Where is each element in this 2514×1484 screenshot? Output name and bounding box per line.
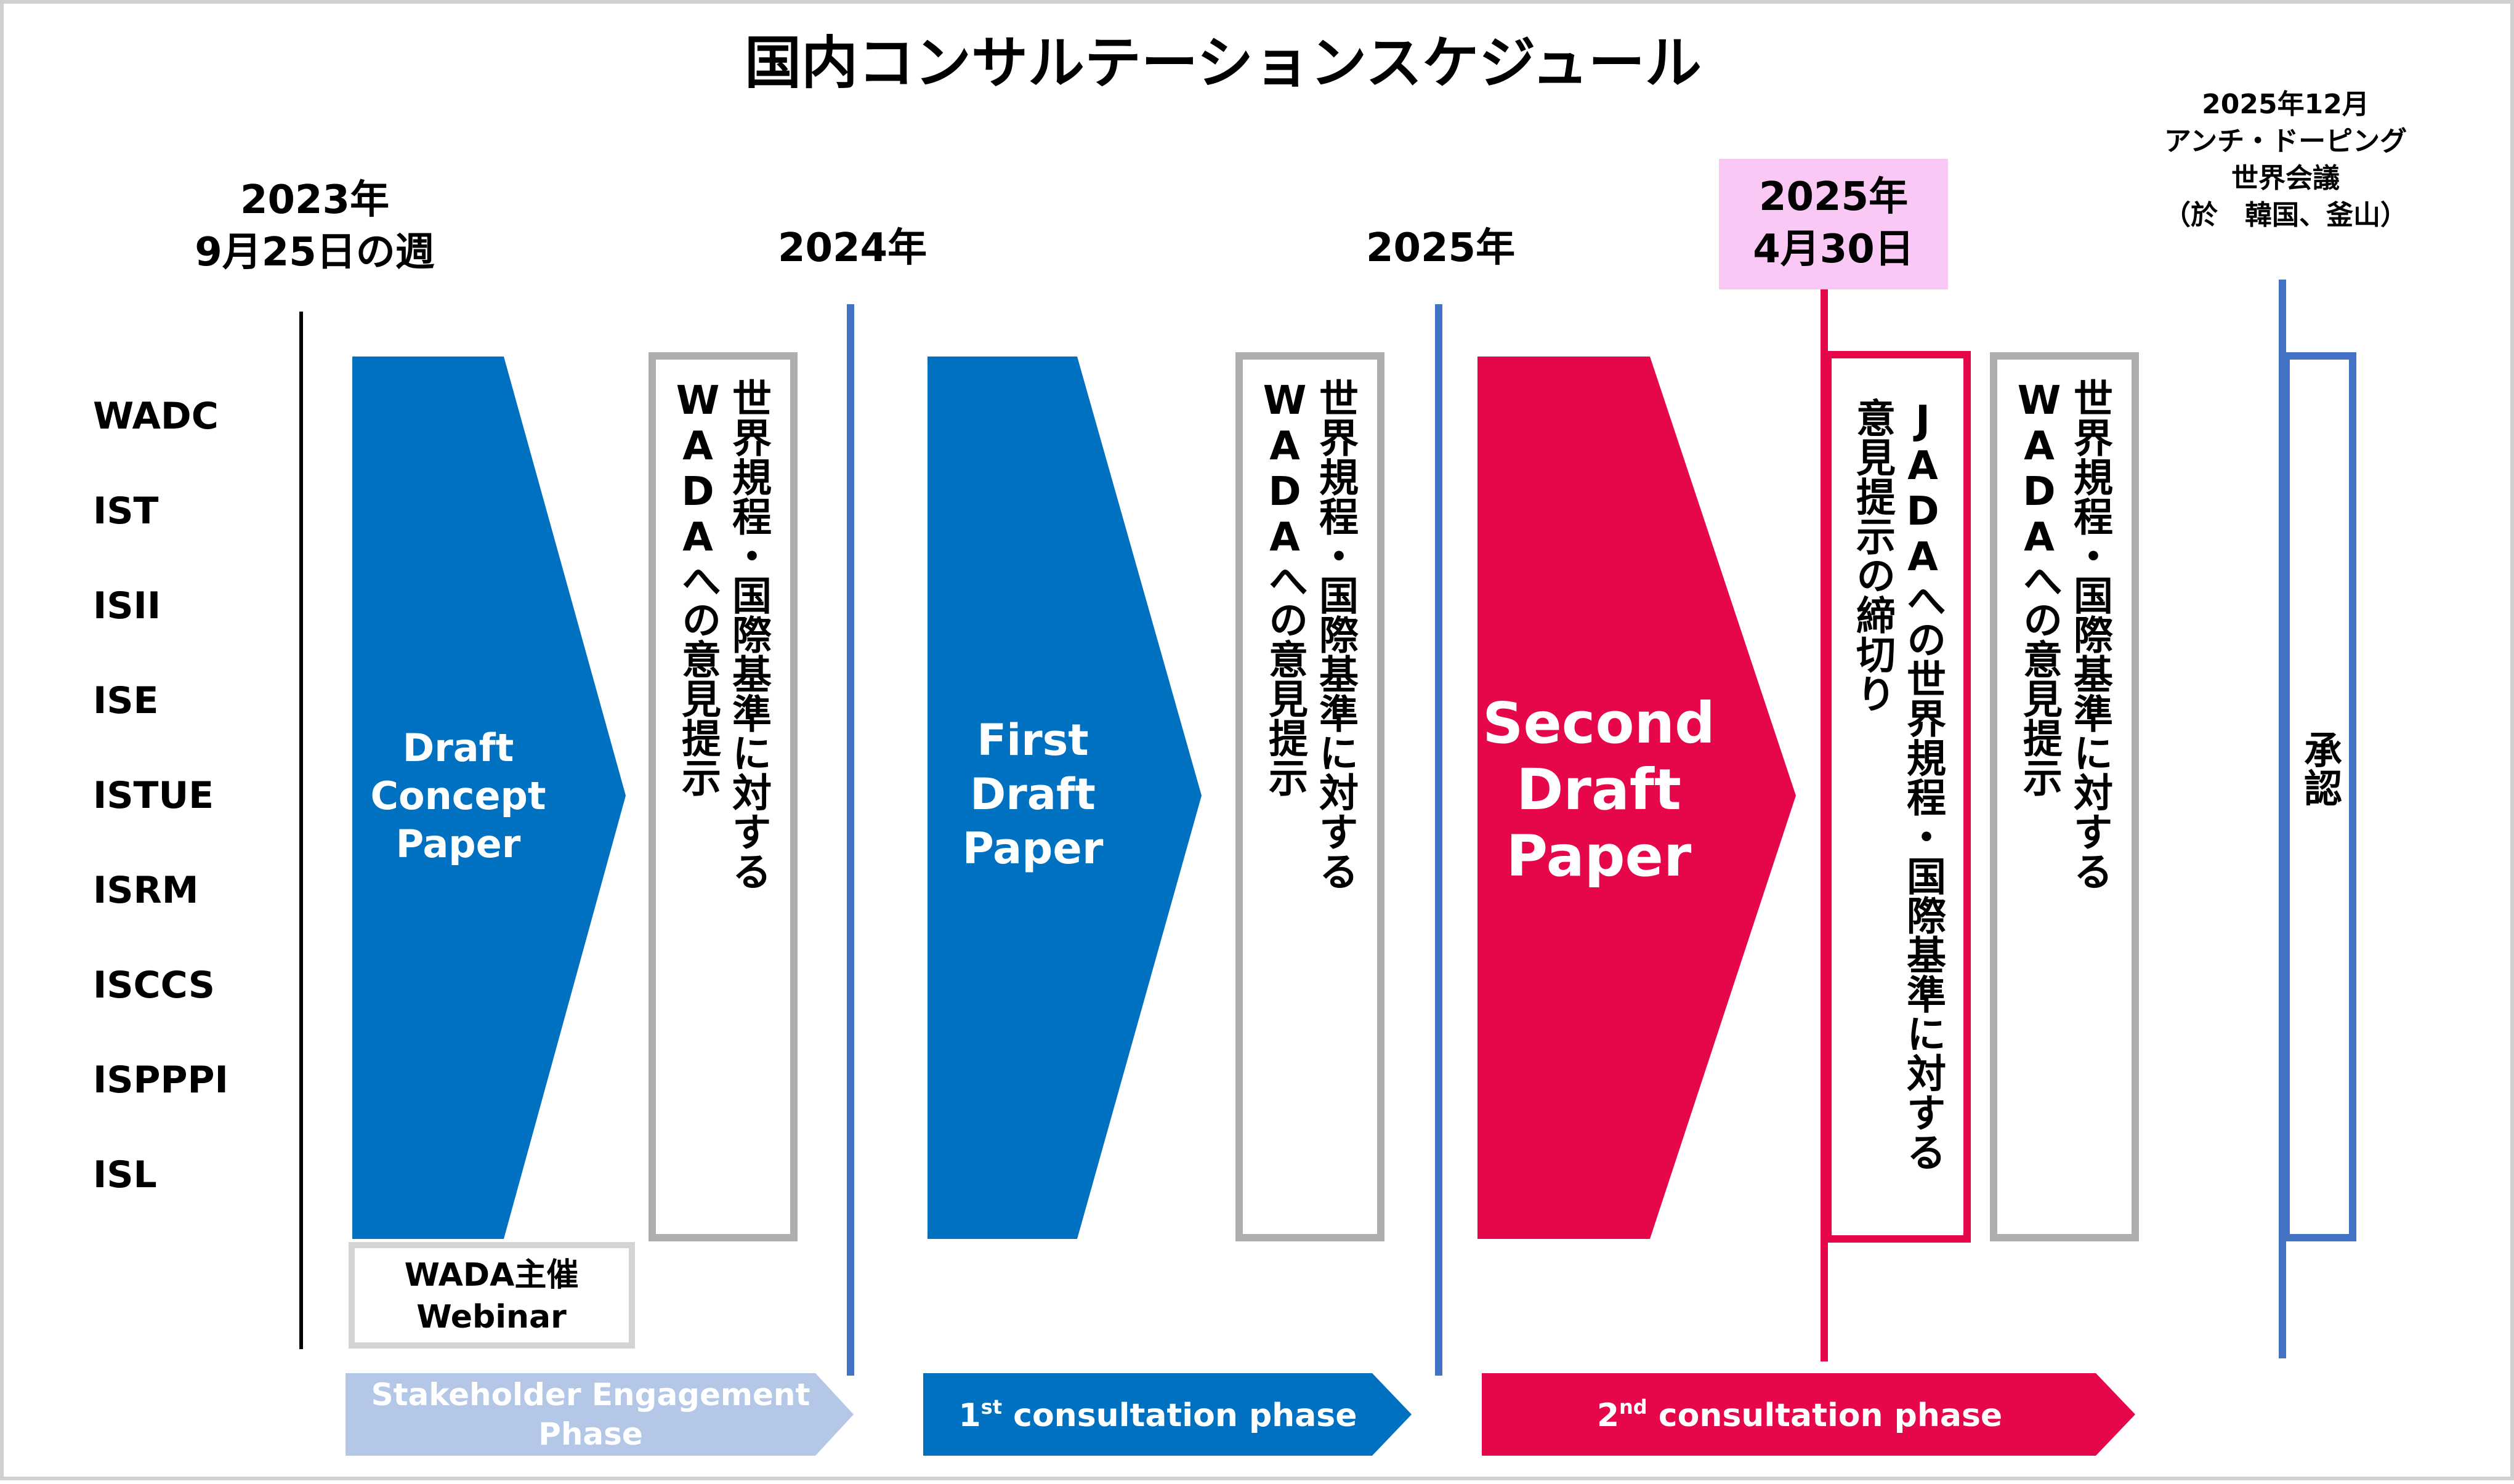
stakeholder-phase-arrow [346, 1373, 854, 1456]
standard-item: ISL [93, 1153, 157, 1196]
standard-item: ISII [93, 584, 161, 627]
jada-deadline-line: 意見提示の締切り [1849, 398, 1895, 713]
jada-deadline-box [1824, 351, 1971, 1243]
wada-comment-text-1: 世界規程・国際基準に対する WADAへの意見提示 [675, 378, 771, 890]
draft-concept-label: Concept [370, 773, 546, 818]
webinar-host: WADA主催 [405, 1257, 579, 1294]
wada-comment-text-3: 世界規程・国際基準に対する WADAへの意見提示 [2016, 378, 2112, 890]
wada-comment-line: WADAへの意見提示 [2016, 378, 2062, 797]
wada-comment-line: 世界規程・国際基準に対する [2067, 378, 2112, 890]
first-draft-label: First [977, 715, 1088, 765]
second-draft-paper-arrow [1477, 357, 1796, 1239]
deadline-date: 4月30日 [1753, 227, 1914, 272]
year-2024-label: 2024年 [778, 225, 927, 271]
schedule-diagram: 国内コンサルテーションスケジュール 2023年 9月25日の週 2024年 20… [93, 30, 2407, 1456]
standard-item: ISCCS [93, 964, 215, 1007]
stakeholder-phase-label: Stakeholder Engagement [371, 1377, 810, 1413]
standard-item: WADC [93, 395, 219, 438]
webinar-box [349, 1242, 635, 1349]
wada-comment-text-2: 世界規程・国際基準に対する WADAへの意見提示 [1262, 378, 1358, 890]
wada-comment-line: WADAへの意見提示 [675, 378, 721, 797]
second-consultation-phase-label: 2nd consultation phase [1597, 1395, 2002, 1434]
second-consultation-phase-arrow [1482, 1373, 2135, 1456]
second-draft-label: Draft [1516, 757, 1681, 823]
draft-concept-label: Draft [403, 725, 514, 770]
year-2025-label: 2025年 [1366, 225, 1515, 271]
jada-deadline-line: JADAへの世界規程・国際基準に対する [1900, 398, 1946, 1171]
standard-item: ISRM [93, 869, 198, 912]
draft-concept-label: Paper [396, 821, 521, 866]
wada-comment-line: 世界規程・国際基準に対する [1312, 378, 1358, 890]
wada-comment-line: 世界規程・国際基準に対する [726, 378, 771, 890]
second-draft-label: Second [1482, 690, 1715, 756]
deadline-highlight [1719, 159, 1948, 289]
standard-item: ISPPPI [93, 1059, 228, 1102]
congress-date: 2025年12月 [2202, 89, 2369, 120]
webinar-label: Webinar [416, 1299, 567, 1336]
first-consultation-phase-label: 1st consultation phase [958, 1395, 1357, 1434]
start-date-year: 2023年 [240, 177, 389, 223]
standard-item: IST [93, 490, 159, 533]
deadline-year: 2025年 [1759, 174, 1908, 220]
approval-text: 承認 [2297, 730, 2342, 807]
congress-venue: （於 韓国、釜山） [2164, 200, 2407, 231]
jada-deadline-text: JADAへの世界規程・国際基準に対する 意見提示の締切り [1849, 398, 1946, 1171]
draft-concept-paper-arrow [352, 357, 626, 1239]
first-draft-paper-arrow [928, 357, 1202, 1239]
wada-comment-box-2 [1235, 352, 1384, 1241]
approval-label: 承認 [2297, 730, 2342, 807]
start-date-week: 9月25日の週 [195, 230, 435, 275]
first-draft-label: Paper [963, 823, 1104, 874]
wada-comment-box-3 [1990, 352, 2139, 1241]
standard-item: ISTUE [93, 774, 214, 817]
first-consultation-phase-arrow [923, 1373, 1412, 1456]
second-draft-label: Paper [1506, 823, 1692, 889]
congress-name-2: 世界会議 [2231, 163, 2340, 194]
wada-comment-line: WADAへの意見提示 [1262, 378, 1308, 797]
first-draft-label: Draft [970, 769, 1096, 820]
standard-item: ISE [93, 679, 159, 722]
congress-name: アンチ・ドーピング [2164, 126, 2407, 157]
stakeholder-phase-label: Phase [538, 1416, 643, 1452]
page-title: 国内コンサルテーションスケジュール [745, 30, 1702, 96]
wada-comment-box-1 [649, 352, 798, 1241]
approval-box [2282, 352, 2356, 1241]
standards-list: WADC IST ISII ISE ISTUE ISRM ISCCS ISPPP… [93, 395, 228, 1196]
